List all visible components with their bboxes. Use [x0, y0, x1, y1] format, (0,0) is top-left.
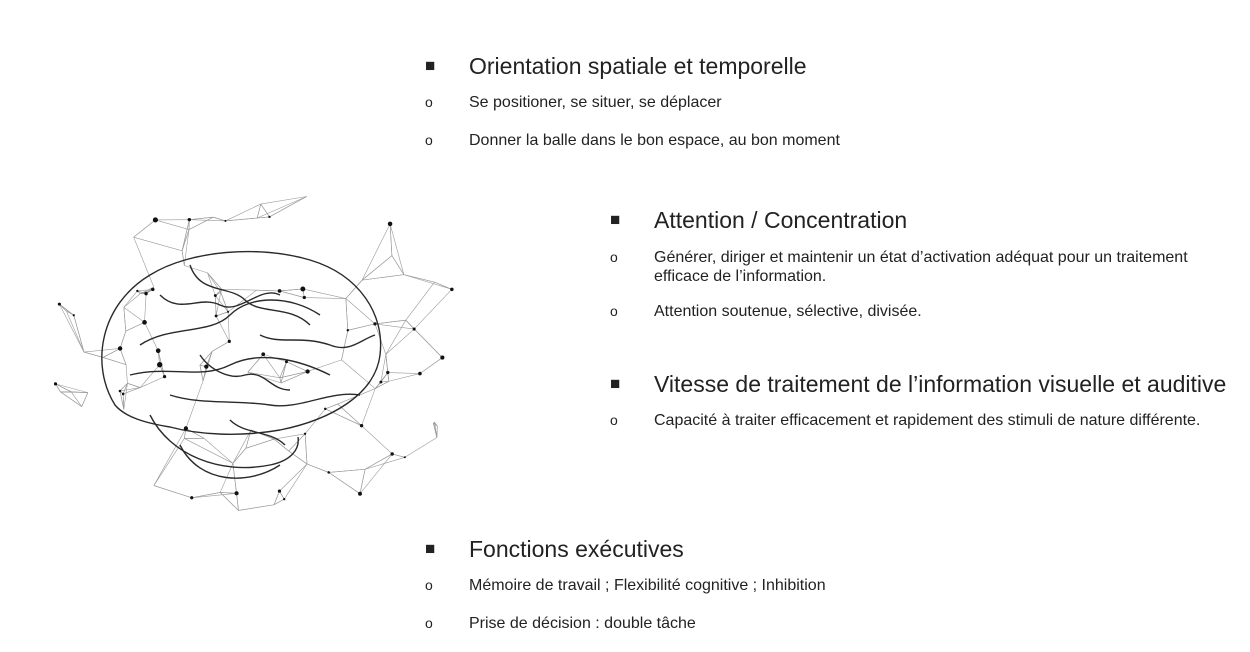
list-item: o Prise de décision : double tâche [425, 614, 1225, 633]
section-title: Orientation spatiale et temporelle [469, 53, 807, 79]
section-title: Vitesse de traitement de l’information v… [654, 371, 1227, 397]
section-orientation: ■ Orientation spatiale et temporelle o S… [425, 51, 1225, 150]
circle-bullet-icon: o [425, 615, 433, 631]
circle-bullet-icon: o [425, 577, 433, 593]
circle-bullet-icon: o [610, 412, 618, 428]
circle-bullet-icon: o [610, 303, 618, 319]
list-item-text: Se positioner, se situer, se déplacer [469, 94, 722, 111]
list-item: o Attention soutenue, sélective, divisée… [610, 302, 1235, 321]
list-item: o Générer, diriger et maintenir un état … [610, 248, 1235, 286]
square-bullet-icon: ■ [610, 210, 621, 229]
list-item-text: Attention soutenue, sélective, divisée. [654, 303, 922, 320]
section-title: Fonctions exécutives [469, 536, 684, 562]
list-item-text: Prise de décision : double tâche [469, 615, 696, 632]
circle-bullet-icon: o [425, 94, 433, 110]
list-item-text: Donner la balle dans le bon espace, au b… [469, 132, 840, 149]
list-item: o Mémoire de travail ; Flexibilité cogni… [425, 576, 1225, 595]
section-title: Attention / Concentration [654, 207, 908, 233]
list-item-text: Générer, diriger et maintenir un état d’… [654, 249, 1188, 285]
list-item: o Se positioner, se situer, se déplacer [425, 93, 1225, 112]
circle-bullet-icon: o [425, 132, 433, 148]
circle-bullet-icon: o [610, 249, 618, 265]
square-bullet-icon: ■ [425, 56, 436, 75]
section-fonctions: ■ Fonctions exécutives o Mémoire de trav… [425, 534, 1225, 633]
square-bullet-icon: ■ [425, 539, 436, 558]
section-attention: ■ Attention / Concentration o Générer, d… [610, 205, 1235, 321]
square-bullet-icon: ■ [610, 374, 621, 393]
brain-network-illustration [53, 196, 454, 511]
list-item-text: Mémoire de travail ; Flexibilité cogniti… [469, 577, 826, 594]
list-item: o Capacité à traiter efficacement et rap… [610, 411, 1235, 431]
list-item: o Donner la balle dans le bon espace, au… [425, 131, 1225, 150]
list-item-text: Capacité à traiter efficacement et rapid… [654, 412, 1201, 429]
section-vitesse: ■ Vitesse de traitement de l’information… [610, 369, 1235, 431]
